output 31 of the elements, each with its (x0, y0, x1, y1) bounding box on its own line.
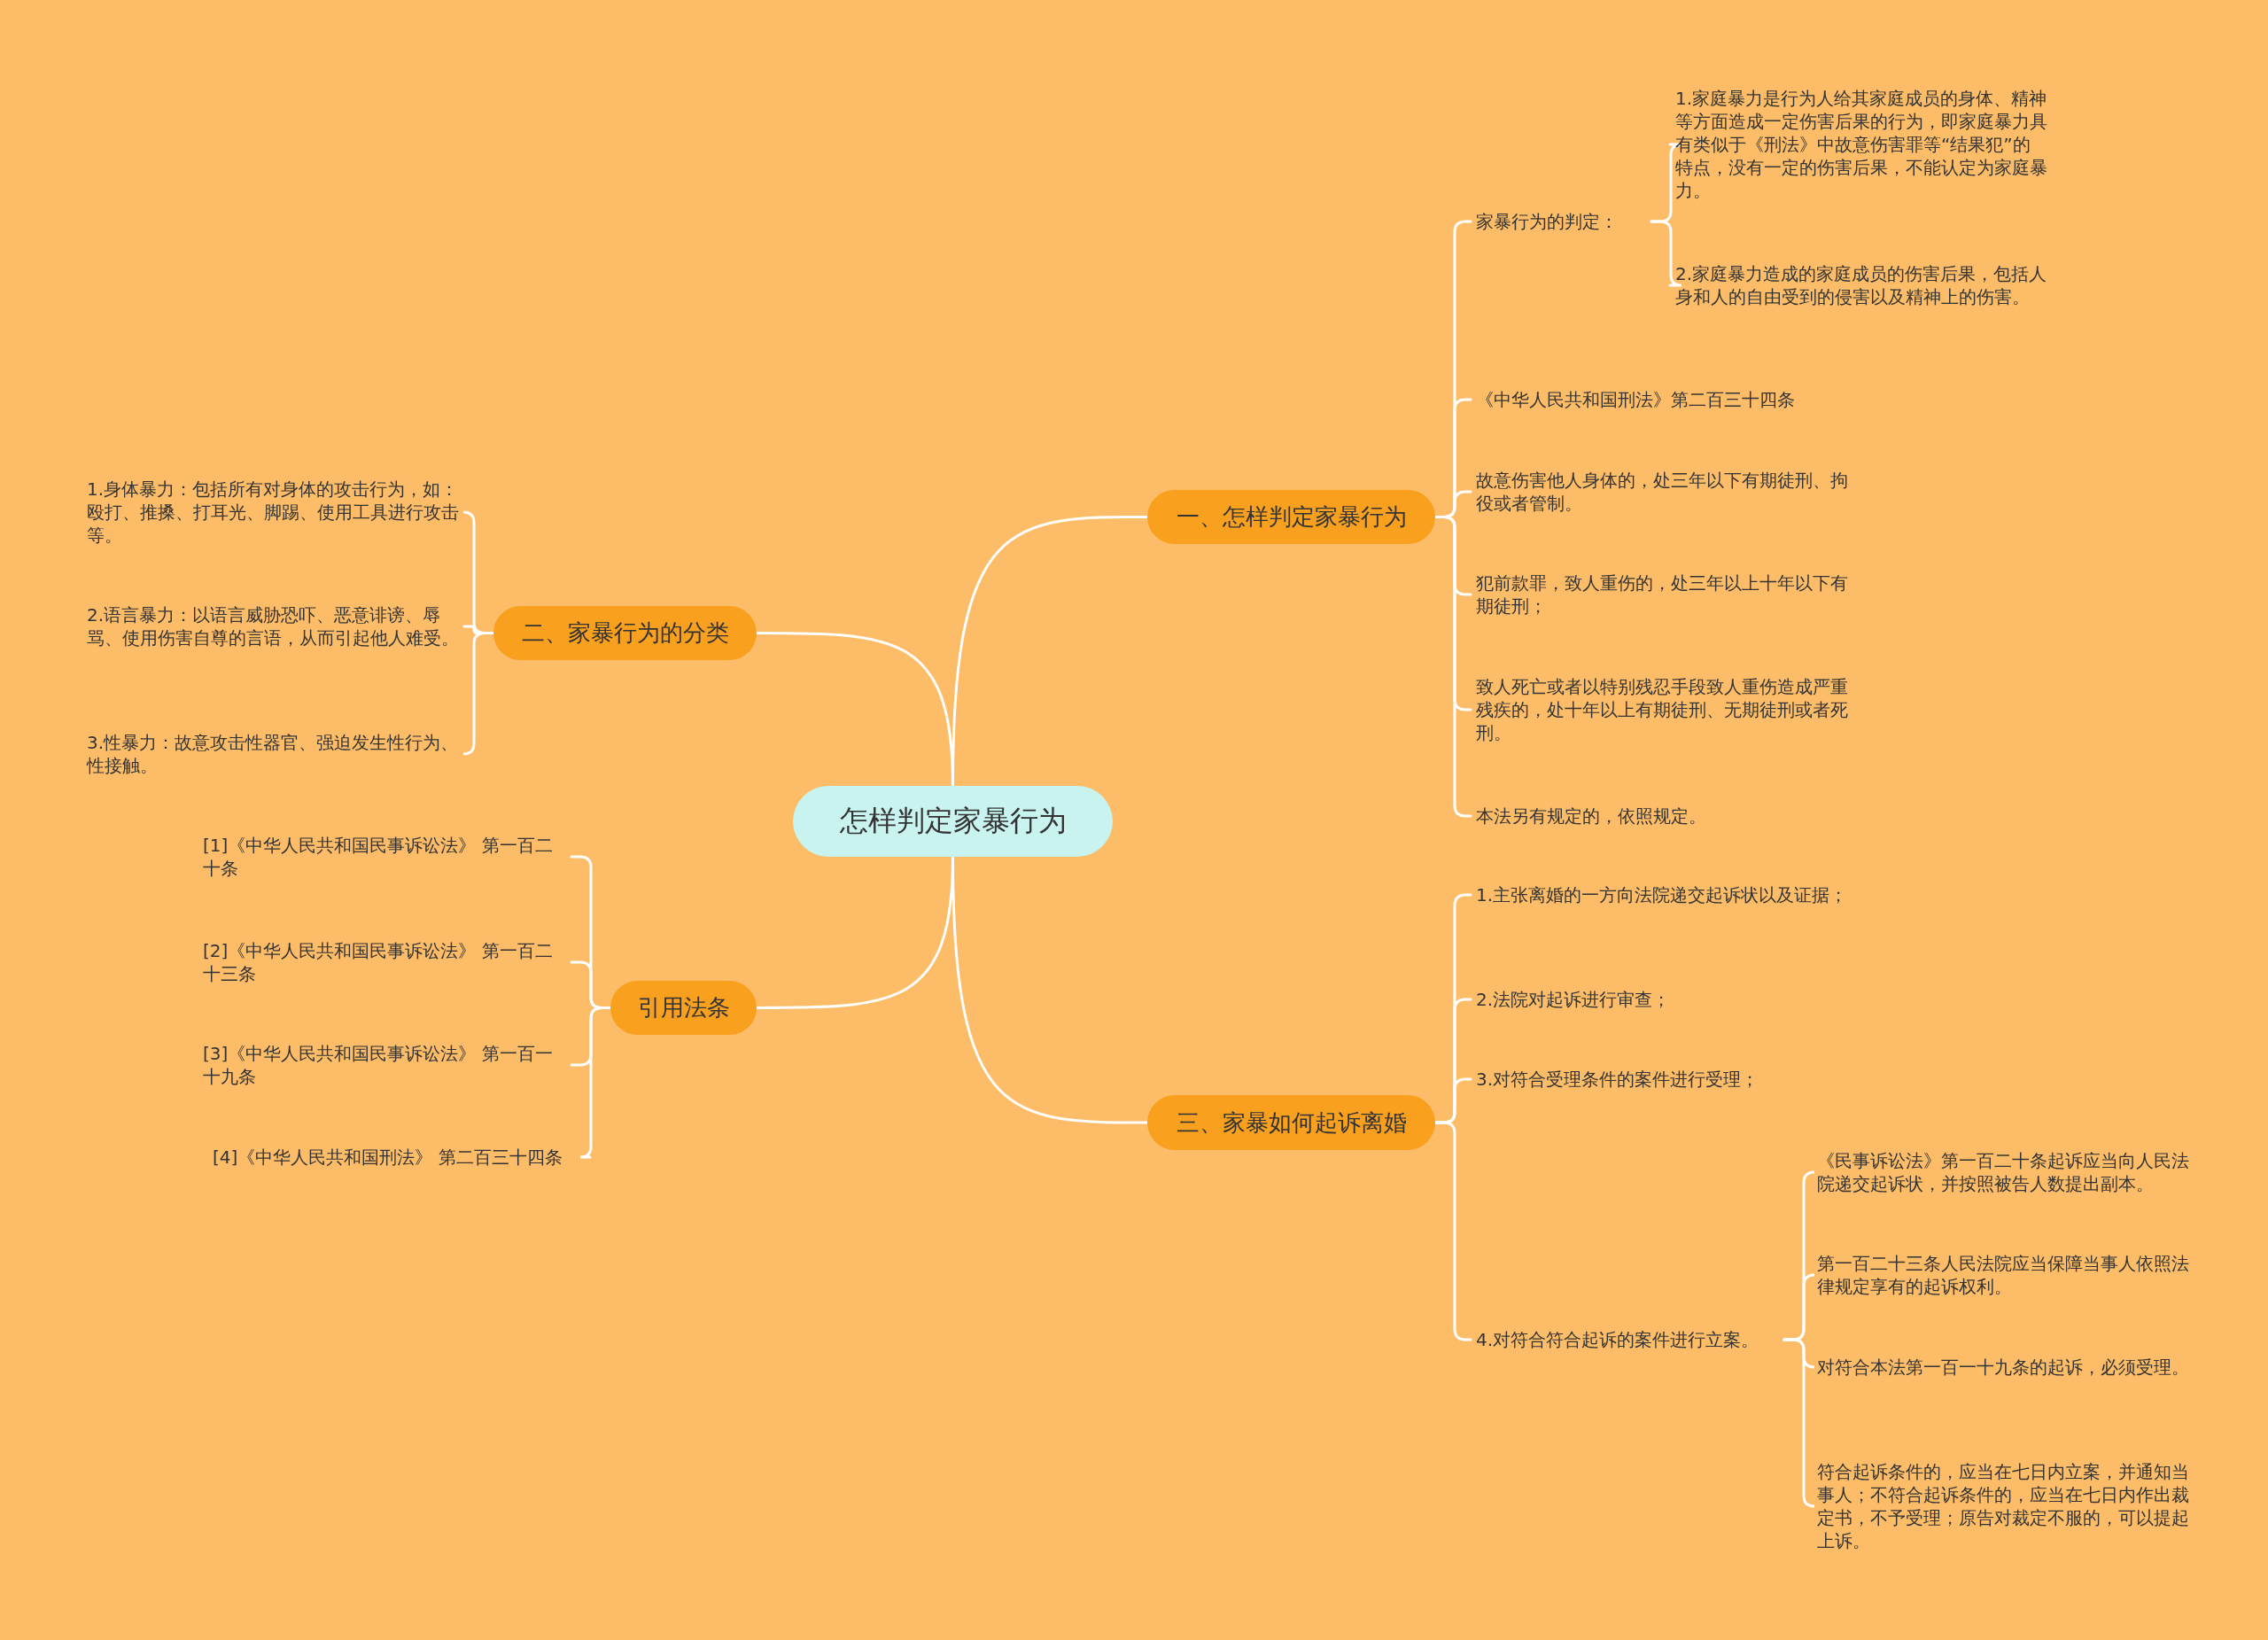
topic-text: 3.性暴力：故意攻击性器官、强迫发生性行为、性接触。 (87, 731, 459, 777)
topic-text: 犯前款罪，致人重伤的，处三年以上十年以下有期徒刑； (1476, 571, 1848, 618)
topic-text: 1.主张离婚的一方向法院递交起诉状以及证据； (1476, 883, 1848, 906)
connector-line (579, 1007, 612, 1159)
topic-text: 4.对符合符合起诉的案件进行立案。 (1476, 1328, 1777, 1351)
central-topic: 怎样判定家暴行为 (793, 786, 1113, 857)
topic-text: 2.家庭暴力造成的家庭成员的伤害后果，包括人身和人的自由受到的侵害以及精神上的伤害。 (1675, 262, 2047, 308)
connector-line (1433, 1121, 1472, 1341)
topic-text: 1.身体暴力：包括所有对身体的攻击行为，如：殴打、推搡、打耳光、脚踢、使用工具进行攻击等。 (87, 478, 459, 547)
topic-text: 2.语言暴力：以语言威胁恐吓、恶意诽谤、辱骂、使用伤害自尊的言语，从而引起他人难受。 (87, 603, 459, 649)
topic-text: 本法另有规定的，依照规定。 (1476, 804, 1848, 828)
topic-text: [2]《中华人民共和国民事诉讼法》 第一百二十三条 (203, 939, 566, 985)
branch-topic: 引用法条 (610, 981, 757, 1035)
topic-text: [3]《中华人民共和国民事诉讼法》 第一百一十九条 (203, 1042, 566, 1088)
branch-topic: 二、家暴行为的分类 (493, 606, 757, 660)
topic-text: 第一百二十三条人民法院应当保障当事人依照法律规定享有的起诉权利。 (1817, 1252, 2189, 1298)
branch-topic: 三、家暴如何起诉离婚 (1147, 1095, 1435, 1150)
topic-text: 对符合本法第一百一十九条的起诉，必须受理。 (1817, 1356, 2189, 1379)
branch-topic: 一、怎样判定家暴行为 (1147, 490, 1435, 544)
topic-text: 《中华人民共和国刑法》第二百三十四条 (1476, 388, 1848, 411)
connector-line (1783, 1338, 1816, 1508)
topic-text: 3.对符合受理条件的案件进行受理； (1476, 1068, 1848, 1091)
topic-text: [4]《中华人民共和国刑法》 第二百三十四条 (213, 1146, 585, 1169)
topic-text: 致人死亡或者以特别残忍手段致人重伤造成严重残疾的，处十年以上有期徒刑、无期徒刑或者死刑。 (1476, 675, 1848, 744)
topic-text: 符合起诉条件的，应当在七日内立案，并通知当事人；不符合起诉条件的，应当在七日内作出裁定书，不予受理；原告对裁定不服的，可以提起上诉。 (1817, 1460, 2189, 1552)
topic-text: [1]《中华人民共和国民事诉讼法》 第一百二十条 (203, 834, 566, 880)
topic-text: 2.法院对起诉进行审查； (1476, 988, 1848, 1011)
topic-text: 家暴行为的判定： (1476, 210, 1644, 233)
topic-text: 1.家庭暴力是行为人给其家庭成员的身体、精神等方面造成一定伤害后果的行为，即家庭暴力具有类似于《刑法》中故意伤害罪等“结果犯”的特点，没有一定的伤害后果，不能认定为家庭暴力。 (1675, 87, 2047, 202)
topic-text: 故意伤害他人身体的，处三年以下有期徒刑、拘役或者管制。 (1476, 469, 1848, 515)
topic-text: 《民事诉讼法》第一百二十条起诉应当向人民法院递交起诉状，并按照被告人数提出副本。 (1817, 1149, 2189, 1195)
